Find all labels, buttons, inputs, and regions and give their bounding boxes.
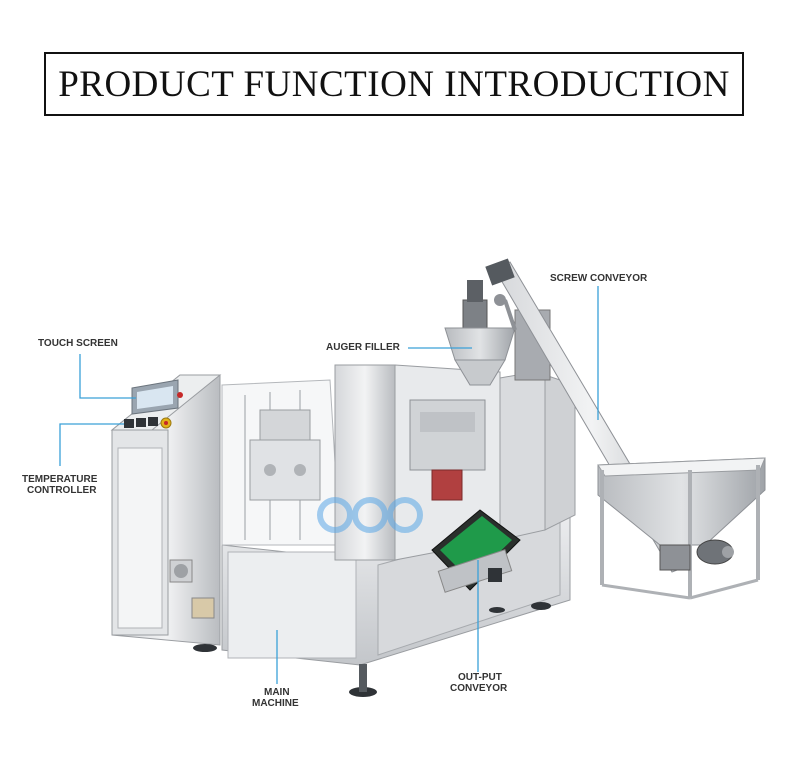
label-main-line2: MACHINE — [252, 698, 299, 709]
label-temperature-line1: TEMPERATURE — [22, 474, 98, 485]
control-cabinet — [110, 374, 222, 652]
label-screw-conveyor: SCREW CONVEYOR — [550, 273, 648, 284]
leader-temperature-controller — [59, 423, 124, 466]
output-conveyor — [431, 509, 521, 613]
label-output-line1: OUT-PUT — [458, 672, 502, 683]
label-auger-filler: AUGER FILLER — [326, 342, 400, 353]
screw-conveyor-hopper — [597, 457, 766, 600]
title-box: PRODUCT FUNCTION INTRODUCTION — [44, 52, 744, 116]
leader-lines — [59, 286, 599, 684]
touch-screen-panel — [131, 379, 183, 415]
watermark-logo — [317, 497, 423, 533]
leader-touch-screen — [79, 354, 136, 399]
page-title: PRODUCT FUNCTION INTRODUCTION — [58, 63, 730, 105]
auger-filler — [444, 280, 551, 386]
label-output-line2: CONVEYOR — [450, 683, 508, 694]
label-touch-screen: TOUCH SCREEN — [38, 338, 118, 349]
label-main-line1: MAIN — [264, 687, 290, 698]
temperature-controller-panel — [124, 417, 172, 429]
label-temperature-line2: CONTROLLER — [27, 485, 97, 496]
